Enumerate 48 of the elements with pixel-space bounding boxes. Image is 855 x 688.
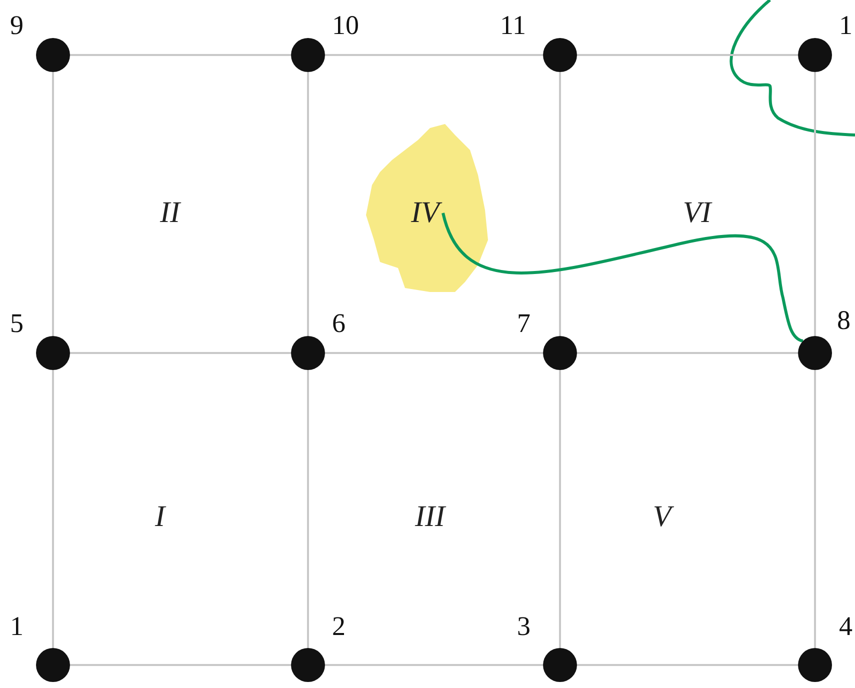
node-number: 8	[837, 307, 850, 334]
node-number: 10	[332, 12, 359, 39]
element-label: III	[415, 501, 445, 533]
mesh-node-dot	[36, 648, 70, 682]
mesh-edge-line	[52, 72, 54, 336]
mesh-edge-line	[814, 370, 816, 648]
node-number: 3	[517, 613, 530, 640]
mesh-edge-line	[559, 370, 561, 648]
mesh-edge-line	[307, 72, 309, 336]
element-label: II	[160, 197, 180, 229]
mesh-node-dot	[543, 648, 577, 682]
mesh-edge-line	[70, 54, 291, 56]
mesh-edge-line	[814, 72, 816, 336]
node-number: 4	[839, 613, 852, 640]
mesh-node-dot	[798, 38, 832, 72]
node-number: 9	[10, 12, 24, 39]
mesh-node-dot	[798, 336, 832, 370]
mesh-node-dot	[543, 336, 577, 370]
node-number: 2	[332, 613, 346, 640]
element-label: VI	[682, 197, 712, 229]
mesh-node-dot	[291, 648, 325, 682]
mesh-edge-line	[559, 72, 561, 336]
mesh-edge-line	[325, 352, 543, 354]
mesh-edge-line	[577, 664, 798, 666]
mesh-edge-line	[70, 664, 291, 666]
mesh-node-dot	[543, 38, 577, 72]
mesh-node-dot	[291, 38, 325, 72]
mesh-node-dot	[291, 336, 325, 370]
annotation-line	[442, 212, 804, 342]
element-label: I	[155, 501, 165, 533]
mesh-node-dot	[36, 38, 70, 72]
mesh-edge-line	[577, 352, 798, 354]
node-number: 5	[10, 310, 24, 337]
node-number: 11	[500, 12, 526, 39]
mesh-edge-line	[325, 664, 543, 666]
node-number: 1	[10, 613, 24, 640]
mesh-node-dot	[798, 648, 832, 682]
mesh-edge-line	[577, 54, 798, 56]
element-label: IV	[407, 197, 444, 229]
mesh-edge-line	[52, 370, 54, 648]
mesh-node-dot	[36, 336, 70, 370]
node-number: 6	[332, 310, 346, 337]
mesh-edge-line	[307, 370, 309, 648]
node-number: 1	[839, 12, 852, 39]
node-number: 7	[517, 310, 530, 337]
mesh-edge-line	[70, 352, 291, 354]
element-label: V	[652, 501, 672, 533]
mesh-edge-line	[325, 54, 543, 56]
